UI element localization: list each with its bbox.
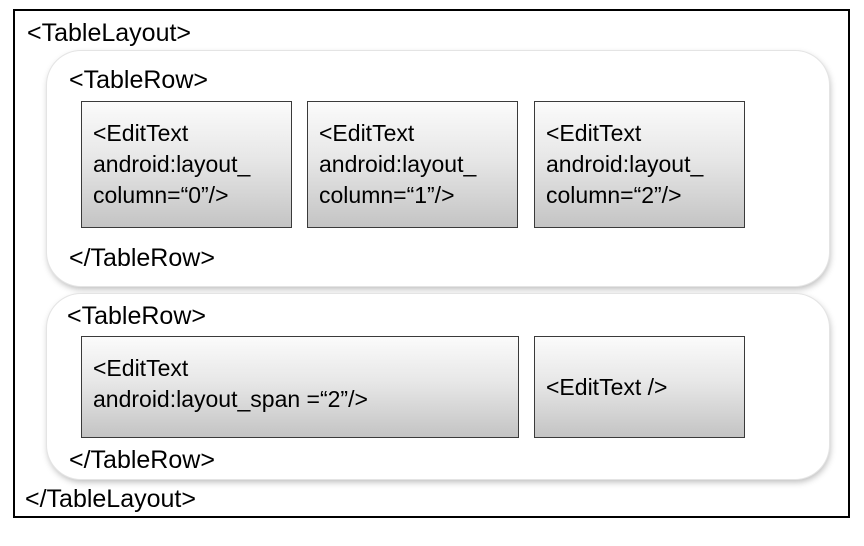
edittext-line: <EditText (93, 120, 189, 146)
edittext-column-0: <EditText android:layout_ column=“0”/> (81, 101, 292, 228)
edittext-line: android:layout_ (546, 151, 704, 177)
edittext-line: <EditText (93, 355, 189, 381)
edittext-line: android:layout_span =“2”/> (93, 386, 368, 412)
edittext-column-1: <EditText android:layout_ column=“1”/> (307, 101, 518, 228)
edittext-simple: <EditText /> (534, 336, 745, 438)
table-row-1-close-tag: </TableRow> (69, 244, 215, 272)
edittext-line: column=“2”/> (546, 182, 682, 208)
edittext-column-2: <EditText android:layout_ column=“2”/> (534, 101, 745, 228)
edittext-line: <EditText /> (546, 373, 668, 400)
edittext-line: android:layout_ (93, 151, 251, 177)
table-row-1-open-tag: <TableRow> (69, 66, 208, 94)
edittext-line: column=“1”/> (319, 182, 455, 208)
edittext-line: android:layout_ (319, 151, 477, 177)
edittext-line: <EditText (319, 120, 415, 146)
edittext-span-2: <EditText android:layout_span =“2”/> (81, 336, 519, 438)
edittext-line: <EditText (546, 120, 642, 146)
table-row-2-open-tag: <TableRow> (67, 302, 206, 330)
table-layout-open-tag: <TableLayout> (27, 19, 192, 47)
edittext-line: column=“0”/> (93, 182, 229, 208)
table-row-2-close-tag: </TableRow> (69, 446, 215, 474)
table-layout-close-tag: </TableLayout> (25, 485, 196, 513)
